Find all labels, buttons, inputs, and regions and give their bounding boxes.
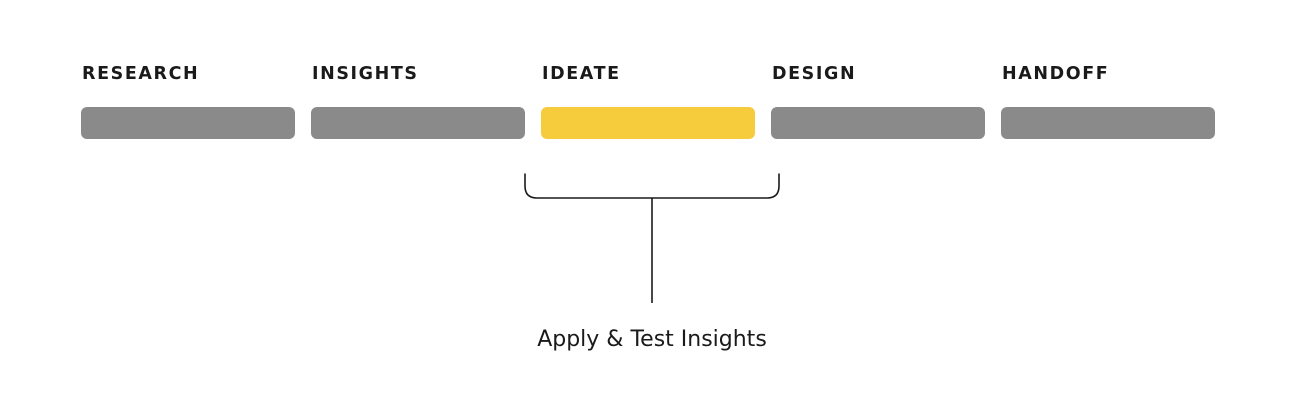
phase-bar — [1001, 107, 1215, 139]
phase-bar — [771, 107, 985, 139]
phase-bar — [81, 107, 295, 139]
phase-bar — [541, 107, 755, 139]
phase-label: IDEATE — [542, 64, 621, 84]
phase-label: DESIGN — [772, 64, 857, 84]
bracket-brace — [524, 173, 780, 199]
phase-label: INSIGHTS — [312, 64, 419, 84]
phase-label: RESEARCH — [82, 64, 200, 84]
phase-bar — [311, 107, 525, 139]
callout-label: Apply & Test Insights — [537, 327, 767, 352]
phase-label: HANDOFF — [1002, 64, 1110, 84]
